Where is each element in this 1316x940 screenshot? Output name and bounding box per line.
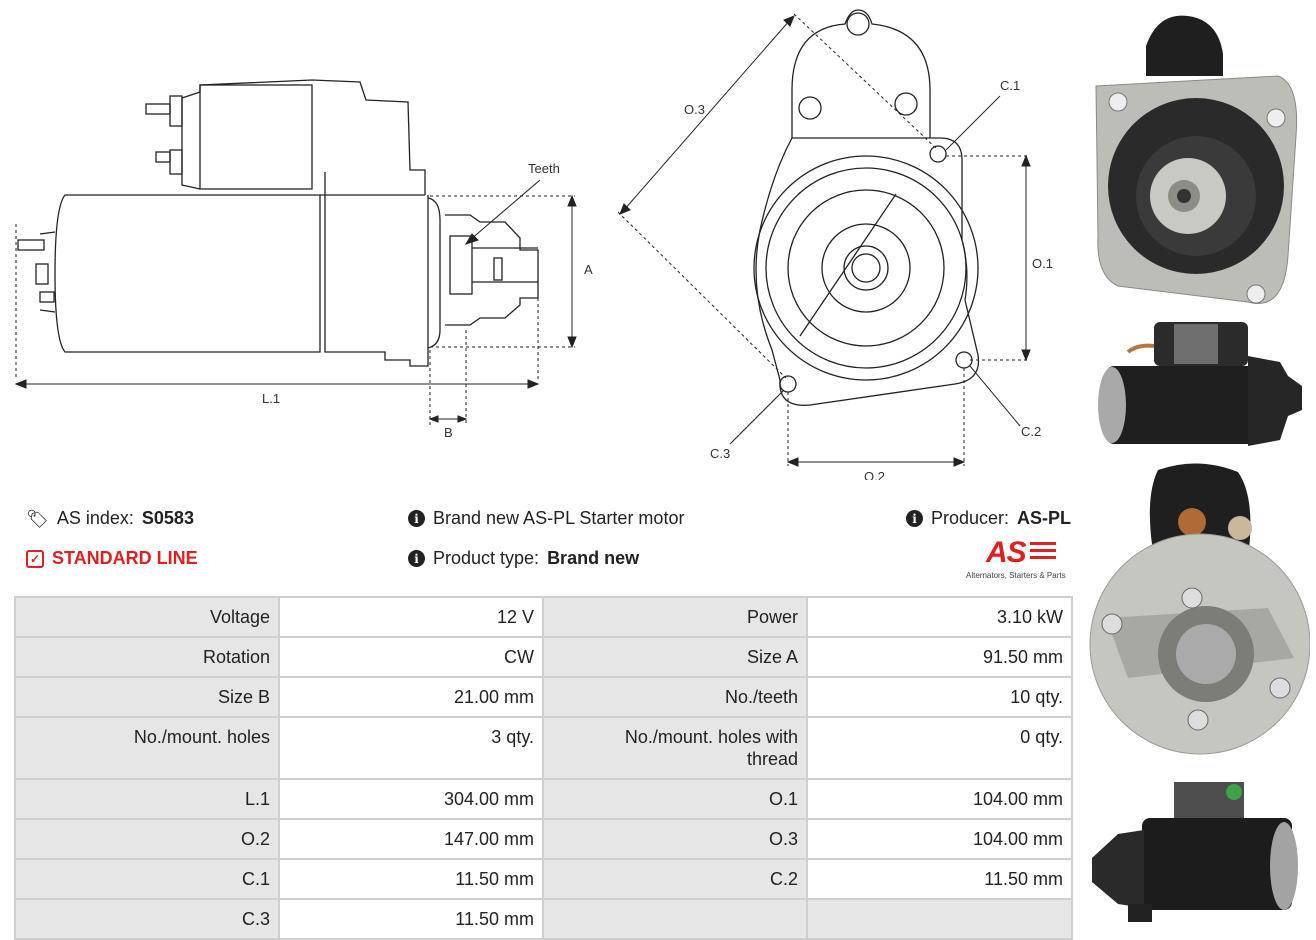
dim-o3-label: O.3 — [684, 102, 705, 117]
specs-table: Voltage 12 V Power 3.10 kW Rotation CW S… — [14, 596, 1073, 940]
description-text: Brand new AS-PL Starter motor — [433, 508, 685, 528]
spec-value: 12 V — [280, 598, 542, 636]
standard-line-label: STANDARD LINE — [52, 548, 198, 568]
product-photo-rear — [1089, 463, 1310, 755]
table-row: Rotation CW Size A 91.50 mm — [16, 638, 1071, 676]
spec-key: No./mount. holes with thread — [544, 718, 806, 778]
product-photo-side-1 — [1098, 322, 1302, 446]
teeth-label: Teeth — [528, 161, 560, 176]
line-row: ✓ STANDARD LINE — [26, 548, 198, 569]
spec-value: 11.50 mm — [808, 860, 1071, 898]
info-circle-icon: i — [408, 510, 425, 527]
spec-key: No./teeth — [544, 678, 806, 716]
dim-o2-label: O.2 — [864, 469, 885, 480]
side-view-drawing: Teeth A B L.1 — [14, 79, 593, 440]
table-row: Voltage 12 V Power 3.10 kW — [16, 598, 1071, 636]
producer-label: Producer: — [931, 508, 1010, 528]
spec-key: O.3 — [544, 820, 806, 858]
producer-row: i Producer: AS-PL — [906, 508, 1071, 529]
dim-o1-label: O.1 — [1032, 256, 1053, 271]
spec-value: 11.50 mm — [280, 900, 542, 938]
as-index-label: AS index: — [56, 508, 134, 528]
product-type-value: Brand new — [547, 548, 640, 568]
spec-key: L.1 — [16, 780, 278, 818]
spec-key: Voltage — [16, 598, 278, 636]
dim-b-label: B — [444, 425, 453, 440]
spec-key: C.2 — [544, 860, 806, 898]
spec-value: 0 qty. — [808, 718, 1071, 778]
product-photo-side-2 — [1092, 782, 1298, 922]
info-circle-icon: i — [408, 550, 425, 567]
dim-l1-label: L.1 — [262, 391, 280, 406]
table-row: L.1 304.00 mm O.1 104.00 mm — [16, 780, 1071, 818]
table-row: No./mount. holes 3 qty. No./mount. holes… — [16, 718, 1071, 778]
spec-value: 147.00 mm — [280, 820, 542, 858]
spec-value — [808, 900, 1071, 938]
front-view-drawing: C.1 O.1 C.2 C.3 O.2 O.3 — [617, 9, 1053, 480]
as-index-value: S0583 — [141, 508, 194, 528]
spec-key: O.1 — [544, 780, 806, 818]
spec-value: 91.50 mm — [808, 638, 1071, 676]
dim-c2-label: C.2 — [1021, 424, 1041, 439]
dim-c3-label: C.3 — [710, 446, 730, 461]
as-index-row: 🏷 AS index: S0583 — [26, 508, 194, 529]
spec-value: 104.00 mm — [808, 820, 1071, 858]
spec-value: 3 qty. — [280, 718, 542, 778]
product-type-label: Product type: — [433, 548, 540, 568]
producer-value: AS-PL — [1017, 508, 1072, 528]
table-row: Size B 21.00 mm No./teeth 10 qty. — [16, 678, 1071, 716]
logo-tagline: Alternators, Starters & Parts — [966, 571, 1066, 580]
description-row: i Brand new AS-PL Starter motor — [408, 508, 684, 529]
spec-value: 21.00 mm — [280, 678, 542, 716]
spec-key — [544, 900, 806, 938]
spec-key: Power — [544, 598, 806, 636]
spec-key: No./mount. holes — [16, 718, 278, 778]
spec-key: Rotation — [16, 638, 278, 676]
table-row: O.2 147.00 mm O.3 104.00 mm — [16, 820, 1071, 858]
as-pl-logo: AS Alternators, Starters & Parts — [966, 538, 1068, 584]
spec-value: 304.00 mm — [280, 780, 542, 818]
spec-value: 104.00 mm — [808, 780, 1071, 818]
spec-value: 10 qty. — [808, 678, 1071, 716]
spec-key: C.1 — [16, 860, 278, 898]
spec-key: Size A — [544, 638, 806, 676]
product-type-row: i Product type: Brand new — [408, 548, 639, 569]
logo-mark: AS — [986, 536, 1027, 569]
spec-key: Size B — [16, 678, 278, 716]
dim-a-label: A — [584, 262, 593, 277]
check-square-icon: ✓ — [26, 549, 44, 568]
info-circle-icon: i — [906, 510, 923, 527]
dim-c1-label: C.1 — [1000, 78, 1020, 93]
spec-key: C.3 — [16, 900, 278, 938]
spec-value: CW — [280, 638, 542, 676]
table-row: C.3 11.50 mm — [16, 900, 1071, 938]
spec-value: 11.50 mm — [280, 860, 542, 898]
spec-key: O.2 — [16, 820, 278, 858]
tags-icon: 🏷 — [26, 508, 49, 529]
spec-value: 3.10 kW — [808, 598, 1071, 636]
product-photo-front — [1095, 15, 1298, 304]
table-row: C.1 11.50 mm C.2 11.50 mm — [16, 860, 1071, 898]
